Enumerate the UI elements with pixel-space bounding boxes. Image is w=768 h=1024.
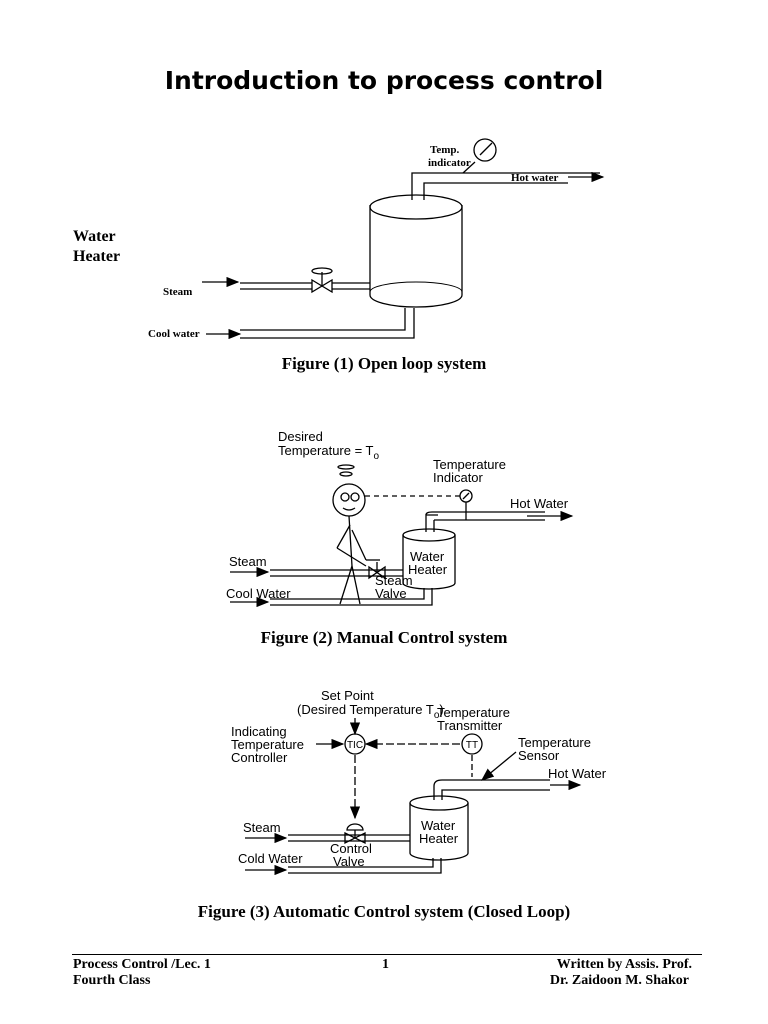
fig2-temp-indicator-label: Temperature bbox=[433, 457, 506, 472]
fig3-control-valve-label-2: Valve bbox=[333, 854, 365, 869]
figure-3-automatic-control bbox=[245, 718, 582, 876]
fig3-set-point-label-2: (Desired Temperature To) bbox=[297, 702, 444, 721]
fig3-controller-label-3: Controller bbox=[231, 750, 288, 765]
fig1-side-label: Water bbox=[73, 228, 116, 245]
temperature-indicator-gauge-icon bbox=[459, 489, 473, 520]
footer-class: Fourth Class bbox=[73, 973, 151, 988]
fig3-hot-water-pipe bbox=[433, 779, 582, 800]
figure-3-caption: Figure (3) Automatic Control system (Clo… bbox=[197, 902, 571, 921]
fig3-tic-label: TIC bbox=[347, 740, 363, 751]
fig1-steam-label: Steam bbox=[163, 286, 192, 298]
fig3-transmitter-label: Temperature bbox=[437, 705, 510, 720]
fig3-cold-water-label: Cold Water bbox=[238, 851, 303, 866]
fig2-heater-label: Water bbox=[410, 549, 445, 564]
fig3-set-point-label: Set Point bbox=[321, 688, 374, 703]
cool-water-pipe bbox=[206, 308, 415, 340]
fig3-controller-label: Indicating bbox=[231, 724, 287, 739]
water-heater-tank bbox=[369, 194, 463, 308]
figure-1-open-loop bbox=[202, 138, 605, 340]
control-valve-icon bbox=[344, 823, 366, 845]
fig2-steam-valve-icon bbox=[368, 562, 386, 580]
fig2-hot-water-pipe bbox=[425, 510, 574, 532]
fig2-temp-indicator-label-2: Indicator bbox=[433, 470, 484, 485]
fig3-control-valve-label: Control bbox=[330, 841, 372, 856]
figure-2-manual-control bbox=[230, 464, 574, 608]
fig2-heater-label-2: Heater bbox=[408, 562, 448, 577]
fig3-tt-label: TT bbox=[466, 740, 478, 751]
fig3-heater-label: Water bbox=[421, 818, 456, 833]
fig2-hot-water-label: Hot Water bbox=[510, 496, 569, 511]
steam-valve-icon bbox=[311, 267, 333, 294]
fig1-temp-indicator-label-2: indicator bbox=[428, 157, 471, 169]
fig1-cool-water-label: Cool water bbox=[148, 328, 200, 340]
fig2-steam-valve-label: Steam bbox=[375, 573, 413, 588]
fig2-cool-water-pipe bbox=[230, 588, 433, 608]
fig3-hot-water-label: Hot Water bbox=[548, 766, 607, 781]
fig3-cold-water-pipe bbox=[245, 858, 442, 876]
fig2-cool-water-label: Cool Water bbox=[226, 586, 291, 601]
fig3-sensor-label: Temperature bbox=[518, 735, 591, 750]
fig2-desired-label-2: Temperature = To bbox=[278, 443, 380, 462]
fig3-heater-label-2: Heater bbox=[419, 831, 459, 846]
fig1-hot-water-label: Hot water bbox=[511, 172, 558, 184]
sensor-pointer-arrow bbox=[480, 751, 517, 781]
footer-author-name: Dr. Zaidoon M. Shakor bbox=[549, 973, 689, 988]
hot-water-pipe bbox=[411, 171, 605, 200]
steam-pipe bbox=[202, 276, 370, 290]
fig3-steam-pipe bbox=[245, 832, 410, 844]
fig3-sensor-label-2: Sensor bbox=[518, 748, 560, 763]
fig2-steam-label: Steam bbox=[229, 554, 267, 569]
fig3-controller-label-2: Temperature bbox=[231, 737, 304, 752]
fig3-steam-label: Steam bbox=[243, 820, 281, 835]
figure-1-caption: Figure (1) Open loop system bbox=[281, 354, 487, 373]
fig3-water-heater-tank bbox=[409, 795, 469, 861]
temp-indicator-gauge-icon bbox=[462, 138, 497, 174]
fig1-temp-indicator-label: Temp. bbox=[430, 144, 459, 156]
fig2-water-heater-tank bbox=[402, 528, 456, 590]
fig2-steam-valve-label-2: Valve bbox=[375, 586, 407, 601]
operator-person-icon bbox=[332, 464, 380, 605]
fig3-transmitter-label-2: Transmitter bbox=[437, 718, 503, 733]
fig1-side-label-2: Heater bbox=[73, 248, 120, 265]
fig2-desired-label: Desired bbox=[278, 429, 323, 444]
page-number: 1 bbox=[382, 957, 389, 972]
footer-author-title: Written by Assis. Prof. bbox=[556, 957, 692, 972]
tt-transmitter-icon bbox=[461, 733, 483, 755]
footer-course: Process Control /Lec. 1 bbox=[73, 957, 211, 972]
footer-divider bbox=[72, 954, 702, 955]
page-title: Introduction to process control bbox=[164, 66, 604, 95]
figure-2-caption: Figure (2) Manual Control system bbox=[260, 628, 508, 647]
